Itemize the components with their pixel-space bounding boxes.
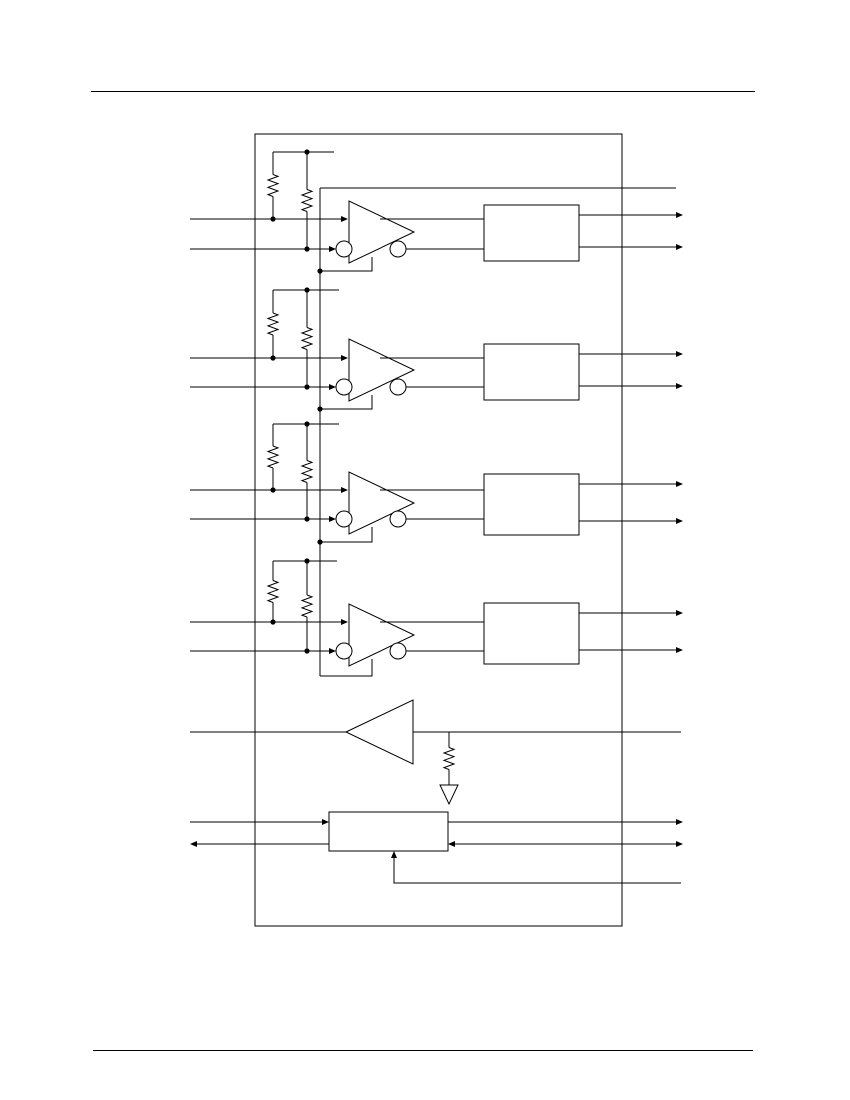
input-bubble [335, 510, 353, 528]
enable-line [320, 527, 373, 543]
termination-resistor [266, 290, 280, 358]
arrowhead-right [676, 518, 683, 524]
header-rule [91, 91, 755, 92]
output-bubble [389, 240, 407, 258]
junction-dot [317, 268, 323, 274]
termination-resistor [300, 152, 314, 249]
termination-resistor [300, 561, 314, 651]
receiver-channel-3 [190, 421, 683, 545]
logic-block [483, 204, 580, 262]
arrowhead-right [329, 384, 336, 390]
junction-dot [317, 539, 323, 545]
output-bubble [389, 378, 407, 396]
control-block [328, 811, 449, 852]
logic-block [483, 473, 580, 536]
ground-icon [439, 784, 459, 806]
termination-resistor [300, 290, 314, 387]
arrowhead-right [676, 383, 683, 389]
enable-line [320, 257, 373, 272]
junction-dot [270, 355, 276, 361]
termination-resistor [300, 424, 314, 519]
arrowhead-right [341, 487, 348, 493]
receiver-channel-1 [190, 149, 683, 274]
arrowhead-right [341, 355, 348, 361]
termination-resistor [266, 424, 280, 490]
arrowhead-right [676, 481, 683, 487]
arrowhead-left [190, 841, 197, 847]
arrowhead-right [329, 648, 336, 654]
arrowhead-right [329, 516, 336, 522]
arrowhead-right [676, 351, 683, 357]
output-bubble [389, 510, 407, 528]
arrowhead-right [329, 246, 336, 252]
termination-resistor [266, 561, 280, 622]
receiver-amplifier [348, 603, 416, 667]
arrowhead-left [448, 841, 455, 847]
input-bubble [335, 642, 353, 660]
arrowhead-right [341, 619, 348, 625]
junction-dot [270, 619, 276, 625]
junction-dot [304, 246, 310, 252]
receiver-amplifier [348, 338, 416, 402]
arrowhead-right [676, 841, 683, 847]
control-select-line [393, 858, 681, 884]
logic-block [483, 602, 580, 665]
junction-dot [304, 384, 310, 390]
arrowhead-right [676, 647, 683, 653]
arrowhead-right [676, 212, 683, 218]
receiver-amplifier [348, 471, 416, 535]
termination-resistor [266, 152, 280, 219]
input-bubble [335, 240, 353, 258]
receiver-channel-2 [190, 287, 683, 412]
junction-dot [317, 406, 323, 412]
arrowhead-right [676, 819, 683, 825]
arrowhead-up [391, 851, 397, 858]
junction-dot [270, 216, 276, 222]
enable-line [320, 395, 373, 410]
chip-outline [254, 133, 623, 927]
enable-line [320, 659, 373, 677]
receiver-amplifier [348, 200, 416, 264]
arrowhead-right [341, 216, 348, 222]
output-bubble [389, 642, 407, 660]
pulldown-resistor [442, 732, 456, 785]
junction-dot [270, 487, 276, 493]
arrowhead-right [676, 610, 683, 616]
arrowhead-right [322, 819, 329, 825]
logic-block [483, 343, 580, 401]
input-bubble [335, 378, 353, 396]
junction-dot [304, 516, 310, 522]
receiver-channel-4 [190, 558, 683, 677]
footer-rule [93, 1050, 753, 1051]
arrowhead-right [676, 244, 683, 250]
junction-dot [304, 648, 310, 654]
buffer-amplifier [344, 699, 414, 765]
